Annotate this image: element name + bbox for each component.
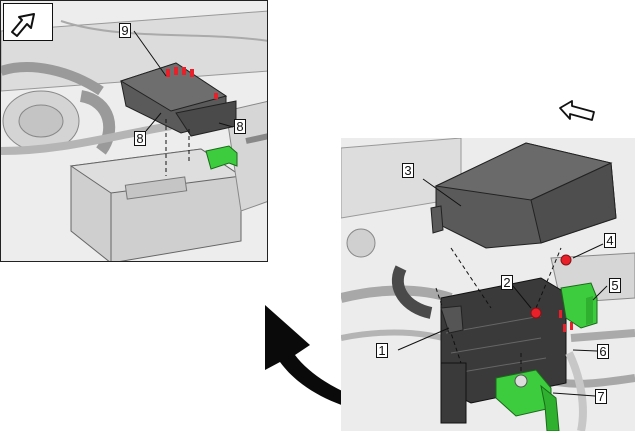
- front-direction-arrow-icon: [3, 3, 53, 41]
- main-view: 3 1 2 4 5 6 7: [341, 138, 635, 431]
- callout-1: 1: [376, 343, 388, 358]
- inset-view: 9 8 8: [0, 0, 268, 262]
- callout-7: 7: [595, 389, 607, 404]
- callout-2: 2: [501, 275, 513, 290]
- callout-8-bracket: 8: [234, 119, 246, 134]
- callout-3: 3: [402, 163, 414, 178]
- callout-9: 9: [119, 23, 131, 38]
- callout-6: 6: [597, 344, 609, 359]
- front-direction-arrow-icon: [559, 100, 595, 121]
- main-engine-bay-drawing: [341, 138, 635, 431]
- curved-arrow-icon: [265, 305, 465, 420]
- callout-8: 8: [134, 131, 146, 146]
- callout-5: 5: [609, 278, 621, 293]
- callout-4: 4: [604, 233, 616, 248]
- inset-engine-bay-drawing: [1, 1, 267, 261]
